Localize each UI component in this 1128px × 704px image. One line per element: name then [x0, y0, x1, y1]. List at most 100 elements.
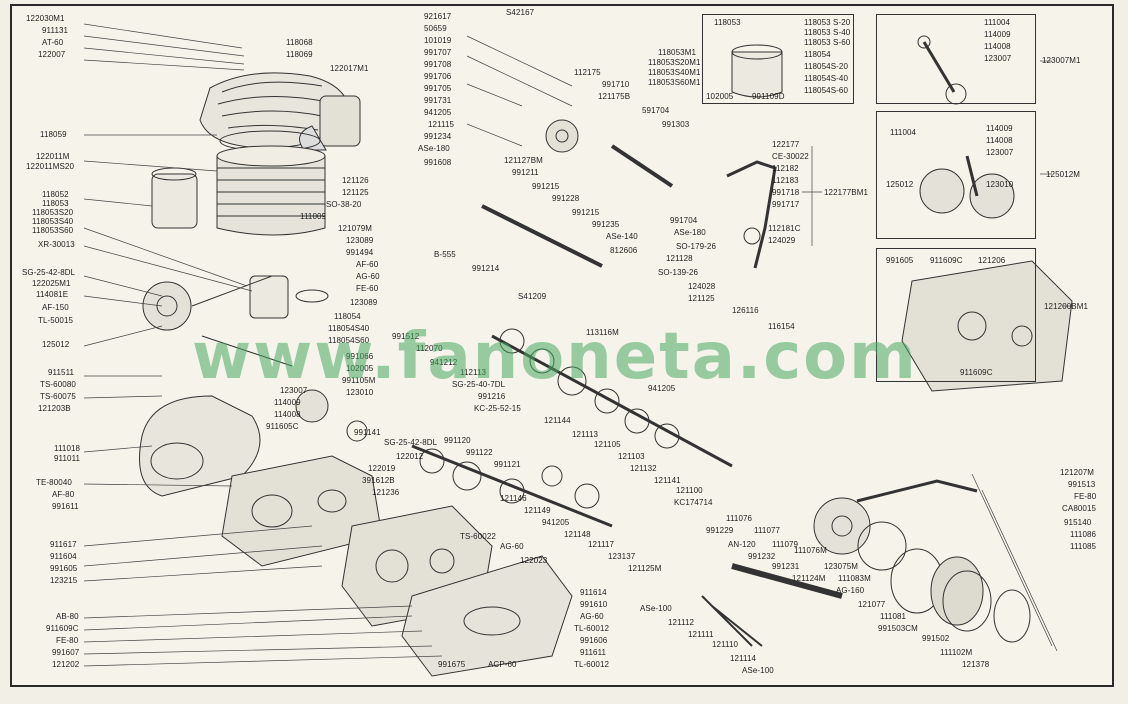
rod-inset-box [876, 14, 1036, 104]
part-label: 121144 [544, 416, 571, 425]
part-label: 122025M1 [32, 279, 71, 288]
part-label: 911609C [960, 368, 993, 377]
part-label: 111083M [838, 574, 871, 583]
casing-inset-box [876, 248, 1036, 382]
part-label: ASe-180 [418, 144, 450, 153]
part-label: 121148 [564, 530, 591, 539]
part-label: AF-60 [356, 260, 379, 269]
part-label: 911609C [46, 624, 79, 633]
part-label: 112183 [772, 176, 799, 185]
part-label: 121141 [654, 476, 681, 485]
part-label: 991606 [580, 636, 608, 645]
part-label: 123089 [350, 298, 378, 307]
lower-gears-drawing [411, 444, 613, 528]
part-label: 121100 [676, 486, 703, 495]
part-label: 118053 S-20 [804, 18, 851, 27]
part-label: 991229 [706, 526, 734, 535]
part-label: 112113 [460, 368, 487, 377]
part-label: 102005 [706, 92, 734, 101]
part-label: 121125 [688, 294, 715, 303]
part-label: 991215 [572, 208, 600, 217]
part-label: 118053 [42, 199, 69, 208]
part-label: AG-60 [580, 612, 604, 621]
part-label: 991605 [50, 564, 78, 573]
part-label: 114008 [984, 42, 1011, 51]
part-label: 101019 [424, 36, 452, 45]
part-label: 111085 [1070, 542, 1097, 551]
part-label: 122011MS20 [26, 162, 74, 171]
part-label: 114008 [274, 410, 301, 419]
part-label: 111079 [772, 540, 799, 549]
part-label: 991109D [752, 92, 785, 101]
part-label: 991608 [424, 158, 452, 167]
part-label: 991211 [512, 168, 539, 177]
part-label: 991235 [592, 220, 620, 229]
part-label: 991216 [478, 392, 506, 401]
part-label: 118054S60 [328, 336, 370, 345]
part-label: 123010 [346, 388, 374, 397]
part-label: 991234 [424, 132, 452, 141]
part-label: 991228 [552, 194, 580, 203]
part-label: 991215 [532, 182, 560, 191]
part-label: 111004 [984, 18, 1011, 27]
part-label: 121079M [338, 224, 373, 233]
part-label: 991610 [580, 600, 608, 609]
part-label: 118053S60M1 [648, 78, 701, 87]
part-label: 124028 [688, 282, 716, 291]
part-label: 121113 [572, 430, 599, 439]
part-label: 991120 [444, 436, 471, 445]
part-label: ASe-100 [742, 666, 774, 675]
part-label: CA80015 [1062, 504, 1097, 513]
part-label: 991122 [466, 448, 493, 457]
main-shaft-drawing [481, 119, 674, 268]
part-label: TE-80040 [36, 478, 72, 487]
part-label: 123089 [346, 236, 374, 245]
exploded-view-drawing [83, 23, 1073, 677]
part-label: 111081 [880, 612, 907, 621]
part-label: 991675 [438, 660, 466, 669]
part-label: 991512 [392, 332, 420, 341]
part-label: 121207M [1060, 468, 1095, 477]
part-label: 121117 [588, 540, 615, 549]
part-label: 121236 [372, 488, 400, 497]
site-watermark: www.fanoneta.com [192, 320, 918, 394]
part-label: 118054S-60 [804, 86, 848, 95]
piston-drawing [151, 167, 198, 229]
left-cover-drawing [139, 395, 261, 497]
part-label: 991607 [52, 648, 80, 657]
part-label: 121149 [524, 506, 551, 515]
part-label: 118053S60 [32, 226, 74, 235]
part-label: 121125M [628, 564, 662, 573]
part-label: 118053 S-40 [804, 28, 851, 37]
part-label: 118053 [714, 18, 741, 27]
part-label: AG-160 [836, 586, 865, 595]
part-label: 112182 [772, 164, 799, 173]
part-label: 122017M1 [330, 64, 369, 73]
part-label: 121115 [428, 120, 455, 129]
part-label: 991705 [424, 84, 452, 93]
part-label: 911609C [930, 256, 963, 265]
part-label: 118054S40 [328, 324, 370, 333]
part-label: 121200BM1 [1044, 302, 1089, 311]
piston-mid-drawing [249, 275, 289, 319]
part-label: 591704 [642, 106, 670, 115]
part-label: 991494 [346, 248, 374, 257]
part-label: 124029 [768, 236, 796, 245]
part-label: 911611 [580, 648, 607, 657]
part-label: 991214 [472, 264, 500, 273]
part-label: 122012 [396, 452, 424, 461]
part-label: TL-50015 [38, 316, 74, 325]
part-label: 991710 [602, 80, 630, 89]
part-label: 111076M [794, 546, 827, 555]
part-label: AT-60 [42, 38, 64, 47]
part-label: 911614 [580, 588, 607, 597]
part-label: B-555 [434, 250, 456, 259]
part-label: 111102M [940, 648, 973, 657]
part-label: S42167 [506, 8, 535, 17]
part-label: 123010 [986, 180, 1014, 189]
piston-ring-drawing [295, 289, 329, 303]
part-label: 125012 [886, 180, 914, 189]
part-label: 121127BM [504, 156, 543, 165]
casing-inset-drawing [901, 260, 1073, 392]
part-label: 121128 [666, 254, 693, 263]
